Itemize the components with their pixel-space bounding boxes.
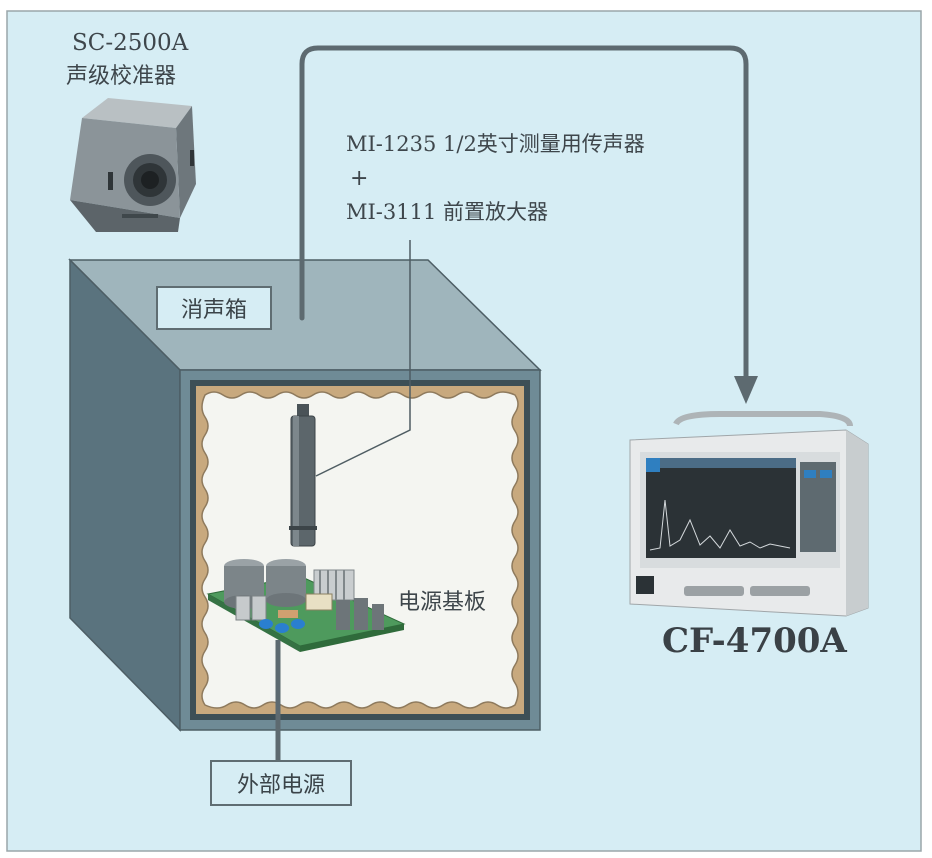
analyzer-device-image — [629, 411, 869, 617]
external-power-label: 外部电源 — [210, 760, 352, 806]
calibrator-device-image — [70, 98, 196, 232]
calibrator-model-label: SC-2500A — [72, 30, 189, 56]
signal-cable — [299, 45, 749, 381]
calibrator-name-label: 声级校准器 — [66, 64, 177, 89]
microphone-leader-line — [315, 240, 411, 477]
chamber-label: 消声箱 — [156, 286, 272, 330]
board-label: 电源基板 — [398, 590, 487, 615]
arrow-head — [734, 376, 758, 404]
preamplifier-label: MI-3111 前置放大器 — [346, 200, 549, 224]
plus-sign: + — [350, 166, 369, 191]
foam-lining — [201, 391, 519, 709]
analyzer-model-label: CF-4700A — [662, 621, 847, 661]
microphone-image — [289, 404, 317, 547]
microphone-label: MI-1235 1/2英寸测量用传声器 — [346, 132, 645, 156]
power-board-image — [206, 559, 406, 652]
